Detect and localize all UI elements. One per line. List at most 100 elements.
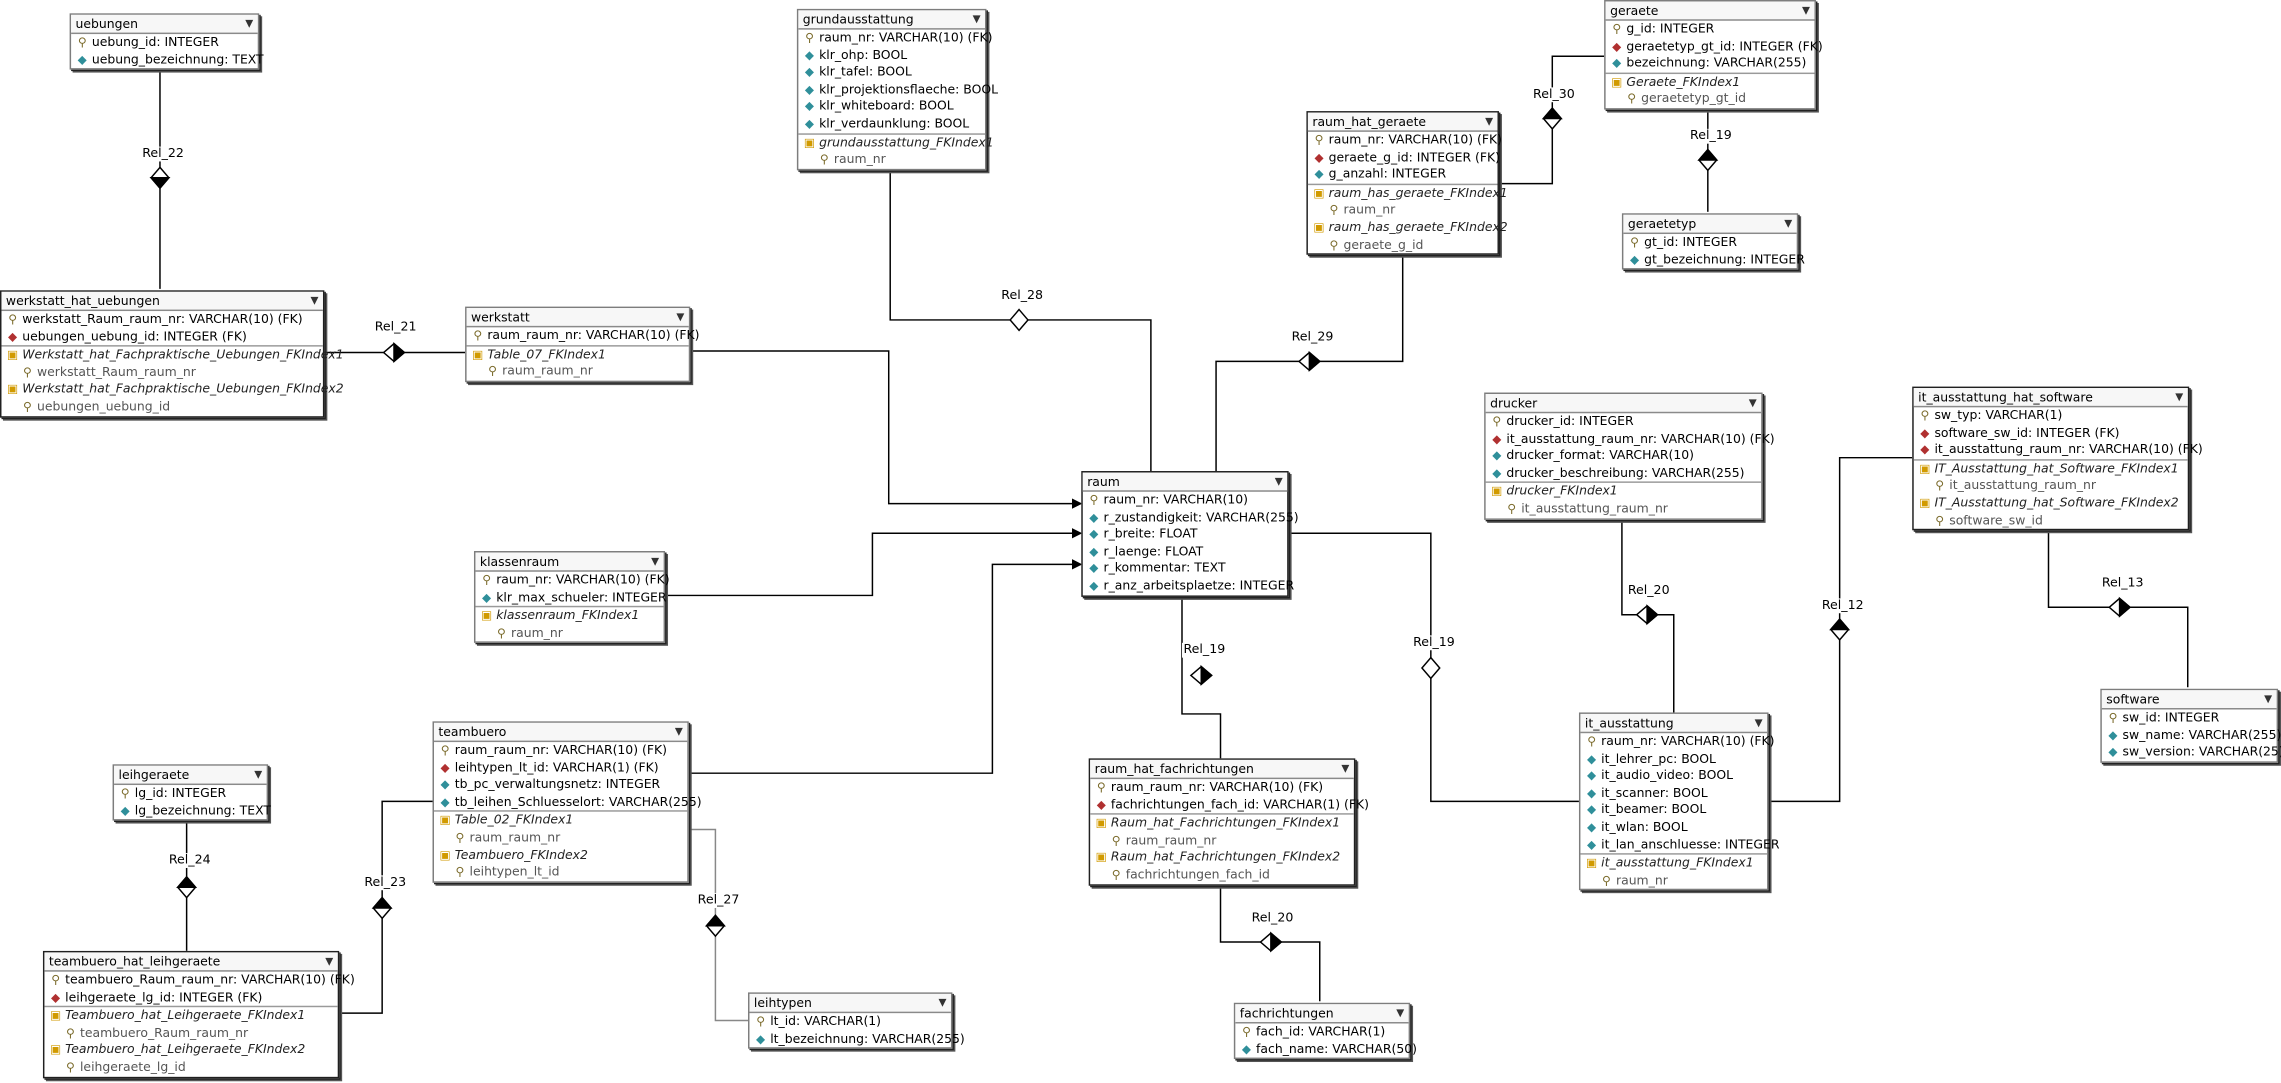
column-row[interactable]: ◆drucker_beschreibung: VARCHAR(255)	[1486, 465, 1762, 482]
table-werkstatt[interactable]: werkstatt▼⚲raum_raum_nr: VARCHAR(10) (FK…	[465, 306, 700, 382]
index-row[interactable]: ▣Teambuero_FKIndex2	[434, 847, 687, 864]
column-row[interactable]: ⚲raum_raum_nr: VARCHAR(10) (FK)	[1090, 779, 1354, 796]
table-teambuero-hat-leihgeraete[interactable]: teambuero_hat_leihgeraete▼⚲teambuero_Rau…	[42, 950, 355, 1078]
table-header[interactable]: klassenraum▼	[475, 552, 664, 572]
table-header[interactable]: software▼	[2101, 690, 2277, 710]
column-row[interactable]: ◆r_anz_arbeitsplaetze: INTEGER	[1083, 578, 1294, 595]
table-klassenraum[interactable]: klassenraum▼⚲raum_nr: VARCHAR(10) (FK)◆k…	[473, 551, 670, 644]
table-software[interactable]: software▼⚲sw_id: INTEGER◆sw_name: VARCHA…	[2100, 688, 2281, 763]
chevron-down-icon[interactable]: ▼	[651, 555, 660, 568]
table-header[interactable]: leihgeraete▼	[114, 765, 267, 786]
column-row[interactable]: ◆it_ausstattung_raum_nr: VARCHAR(10) (FK…	[1914, 442, 2202, 459]
column-row[interactable]: ⚲lt_id: VARCHAR(1)	[749, 1013, 950, 1030]
column-row[interactable]: ◆geraetetyp_gt_id: INTEGER (FK)	[1606, 38, 1823, 55]
index-row[interactable]: ▣Werkstatt_hat_Fachpraktische_Uebungen_F…	[1, 381, 344, 398]
chevron-down-icon[interactable]: ▼	[1274, 475, 1283, 488]
column-row[interactable]: ◆it_beamer: BOOL	[1580, 802, 1767, 819]
column-row[interactable]: ◆r_laenge: FLOAT	[1083, 543, 1287, 560]
column-row[interactable]: ⚲sw_typ: VARCHAR(1)	[1914, 407, 2188, 424]
rel-label[interactable]: Rel_29	[1290, 330, 1335, 346]
index-row[interactable]: ▣Teambuero_hat_Leihgeraete_FKIndex2	[44, 1042, 337, 1059]
column-row[interactable]: ⚲raum_nr: VARCHAR(10) (FK)	[475, 572, 669, 589]
rel-label[interactable]: Rel_24	[167, 853, 213, 868]
column-row[interactable]: ◆klr_verdaunklung: BOOL	[798, 115, 985, 132]
table-header[interactable]: raum_hat_geraete▼	[1307, 112, 1498, 132]
column-row[interactable]: ⚲gt_id: INTEGER	[1623, 234, 1796, 251]
index-row[interactable]: ▣Raum_hat_Fachrichtungen_FKIndex1	[1090, 813, 1354, 832]
table-werkstatt-hat-uebungen[interactable]: werkstatt_hat_uebungen▼⚲werkstatt_Raum_r…	[0, 290, 344, 418]
table-it-ausstattung[interactable]: it_ausstattung▼⚲raum_nr: VARCHAR(10) (FK…	[1578, 712, 1779, 891]
column-row[interactable]: ◆it_ausstattung_raum_nr: VARCHAR(10) (FK…	[1486, 430, 1774, 447]
table-header[interactable]: geraete▼	[1605, 1, 1815, 21]
rel-label[interactable]: Rel_20	[1626, 583, 1672, 599]
column-row[interactable]: ◆it_audio_video: BOOL	[1580, 768, 1767, 785]
table-grundausstattung[interactable]: grundausstattung▼⚲raum_nr: VARCHAR(10) (…	[796, 8, 998, 170]
column-row[interactable]: ◆bezeichnung: VARCHAR(255)	[1606, 55, 1815, 72]
table-raum-hat-fachrichtungen[interactable]: raum_hat_fachrichtungen▼⚲raum_raum_nr: V…	[1088, 758, 1369, 886]
index-row[interactable]: ▣grundausstattung_FKIndex1	[798, 132, 994, 152]
chevron-down-icon[interactable]: ▼	[1341, 762, 1350, 775]
chevron-down-icon[interactable]: ▼	[325, 955, 334, 968]
column-row[interactable]: ◆gt_bezeichnung: INTEGER	[1623, 251, 1805, 268]
rel-label[interactable]: Rel_19	[1181, 642, 1227, 658]
rel-label[interactable]: Rel_12	[1820, 598, 1866, 614]
column-row[interactable]: ◆leihgeraete_lg_id: INTEGER (FK)	[44, 989, 337, 1006]
chevron-down-icon[interactable]: ▼	[1802, 4, 1811, 17]
table-header[interactable]: werkstatt_hat_uebungen▼	[1, 291, 323, 312]
chevron-down-icon[interactable]: ▼	[2175, 391, 2184, 403]
table-geraete[interactable]: geraete▼⚲g_id: INTEGER◆geraetetyp_gt_id:…	[1604, 0, 1823, 110]
column-row[interactable]: ◆drucker_format: VARCHAR(10)	[1486, 448, 1762, 465]
table-leihtypen[interactable]: leihtypen▼⚲lt_id: VARCHAR(1)◆lt_bezeichn…	[748, 992, 965, 1049]
chevron-down-icon[interactable]: ▼	[938, 996, 947, 1009]
column-row[interactable]: ◆g_anzahl: INTEGER	[1308, 166, 1498, 183]
table-raum-hat-geraete[interactable]: raum_hat_geraete▼⚲raum_nr: VARCHAR(10) (…	[1306, 111, 1508, 255]
rel-label[interactable]: Rel_19	[1688, 128, 1734, 144]
rel-label[interactable]: Rel_13	[2100, 576, 2146, 591]
chevron-down-icon[interactable]: ▼	[245, 17, 254, 30]
column-row[interactable]: ◆uebungen_uebung_id: INTEGER (FK)	[1, 328, 322, 345]
table-header[interactable]: it_ausstattung▼	[1580, 713, 1768, 734]
index-row[interactable]: ▣IT_Ausstattung_hat_Software_FKIndex1	[1913, 458, 2188, 478]
column-row[interactable]: ⚲raum_nr: VARCHAR(10) (FK)	[1308, 132, 1502, 149]
column-row[interactable]: ◆klr_max_schueler: INTEGER	[475, 589, 667, 606]
column-row[interactable]: ⚲drucker_id: INTEGER	[1486, 413, 1762, 430]
table-raum[interactable]: raum▼⚲raum_nr: VARCHAR(10)◆r_zustandigke…	[1081, 471, 1299, 597]
table-header[interactable]: geraetetyp▼	[1623, 214, 1797, 235]
column-row[interactable]: ⚲raum_nr: VARCHAR(10)	[1083, 492, 1287, 509]
column-row[interactable]: ◆fachrichtungen_fach_id: VARCHAR(1) (FK)	[1090, 796, 1369, 813]
table-header[interactable]: it_ausstattung_hat_software▼	[1913, 388, 2188, 408]
index-row[interactable]: ▣Geraete_FKIndex1	[1605, 72, 1815, 91]
column-row[interactable]: ◆leihtypen_lt_id: VARCHAR(1) (FK)	[434, 759, 687, 776]
index-row[interactable]: ▣klassenraum_FKIndex1	[475, 606, 664, 625]
column-row[interactable]: ⚲raum_nr: VARCHAR(10) (FK)	[1580, 733, 1774, 750]
column-row[interactable]: ◆software_sw_id: INTEGER (FK)	[1914, 425, 2188, 442]
index-row[interactable]: ▣drucker_FKIndex1	[1485, 481, 1762, 501]
column-row[interactable]: ◆sw_name: VARCHAR(255)	[2102, 727, 2281, 744]
chevron-down-icon[interactable]: ▼	[254, 768, 263, 781]
chevron-down-icon[interactable]: ▼	[1754, 716, 1763, 729]
column-row[interactable]: ◆klr_ohp: BOOL	[798, 47, 985, 64]
chevron-down-icon[interactable]: ▼	[674, 725, 683, 738]
column-row[interactable]: ◆r_kommentar: TEXT	[1083, 560, 1287, 577]
column-row[interactable]: ⚲uebung_id: INTEGER	[71, 34, 258, 51]
column-row[interactable]: ◆it_scanner: BOOL	[1580, 785, 1767, 802]
column-row[interactable]: ◆it_lan_anschluesse: INTEGER	[1580, 836, 1779, 853]
chevron-down-icon[interactable]: ▼	[1784, 217, 1793, 230]
column-row[interactable]: ◆it_lehrer_pc: BOOL	[1580, 750, 1767, 767]
index-row[interactable]: ▣Raum_hat_Fachrichtungen_FKIndex2	[1090, 849, 1354, 866]
column-row[interactable]: ◆uebung_bezeichnung: TEXT	[71, 51, 264, 68]
table-header[interactable]: leihtypen▼	[749, 993, 951, 1014]
table-header[interactable]: teambuero▼	[433, 722, 688, 743]
column-row[interactable]: ⚲raum_raum_nr: VARCHAR(10) (FK)	[434, 742, 687, 759]
column-row[interactable]: ⚲g_id: INTEGER	[1606, 21, 1815, 38]
index-row[interactable]: ▣raum_has_geraete_FKIndex2	[1308, 219, 1507, 236]
column-row[interactable]: ◆lg_bezeichnung: TEXT	[114, 802, 271, 819]
index-row[interactable]: ▣it_ausstattung_FKIndex1	[1580, 853, 1768, 872]
column-row[interactable]: ◆fach_name: VARCHAR(50)	[1235, 1041, 1417, 1058]
table-teambuero[interactable]: teambuero▼⚲raum_raum_nr: VARCHAR(10) (FK…	[432, 721, 702, 883]
index-row[interactable]: ▣IT_Ausstattung_hat_Software_FKIndex2	[1914, 495, 2188, 512]
column-row[interactable]: ⚲lg_id: INTEGER	[114, 785, 267, 802]
rel-label[interactable]: Rel_28	[999, 288, 1045, 304]
rel-label[interactable]: Rel_30	[1531, 87, 1577, 103]
column-row[interactable]: ⚲fach_id: VARCHAR(1)	[1235, 1024, 1408, 1041]
